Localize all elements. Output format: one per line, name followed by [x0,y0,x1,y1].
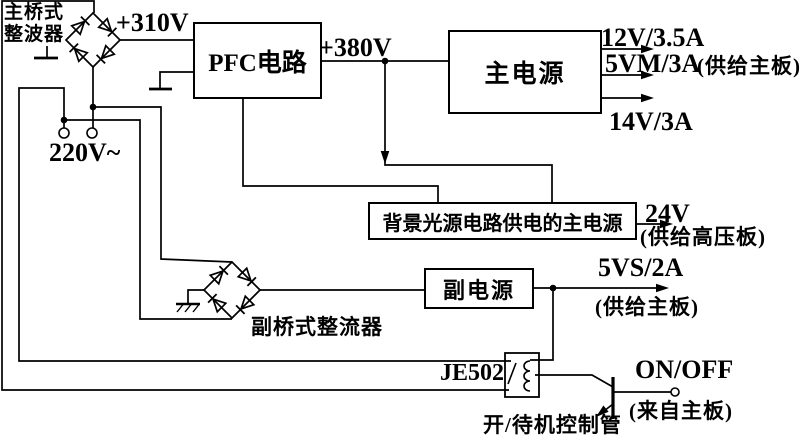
arrowheads [380,44,673,293]
backlight-power-block: 背景光源电路供电的主电源 [368,202,637,240]
output-5vm-note: (供给主板) [697,54,800,78]
ac-plug-terminal [58,127,70,139]
relay-icon [504,352,540,398]
output-5vs-label: 5VS/2A [598,253,684,282]
main-bridge-label-line1: 主桥式 [4,2,65,23]
aux-power-label: 副电源 [442,277,515,303]
standby-transistor-label: 开/待机控制管 [483,413,622,437]
backlight-power-label: 背景光源电路供电的主电源 [382,212,623,235]
main-power-block: 主电源 [448,30,602,114]
main-bridge-label: 主桥式 整波器 [4,2,65,46]
aux-ground-icon [176,289,204,313]
onoff-source-label: (来自主板) [629,399,733,423]
output-12v-label: 12V/3.5A [601,23,705,52]
output-24v-note: (供给高压板) [640,225,766,249]
mains-220v-label: 220V~ [49,138,121,167]
aux-bridge-rectifier-icon [202,260,262,320]
main-bridge-rectifier-icon [64,11,122,69]
output-14v-label: 14V/3A [609,107,693,136]
junction-dots [60,57,557,292]
pfc-ground-icon [149,71,193,91]
voltage-380v-label: +380V [319,33,392,62]
transistor-icon [596,377,615,419]
pfc-circuit-block: PFC电路 [193,22,322,99]
onoff-label: ON/OFF [635,355,734,384]
wire-net [1,0,671,412]
onoff-terminal [670,387,680,397]
output-5vs-note: (供给主板) [595,295,699,319]
aux-bridge-label: 副桥式整流器 [251,315,383,339]
output-5vm-label: 5VM/3A [605,49,701,78]
relay-je502-label: JE502 [440,360,505,386]
ac-plug-terminal [86,127,98,139]
main-power-label: 主电源 [484,61,566,88]
main-bridge-label-line2: 整波器 [4,23,65,45]
output-24v-label: 24V [645,199,690,228]
voltage-310v-label: +310V [116,8,189,37]
pfc-circuit-label: PFC电路 [208,49,307,77]
aux-power-block: 副电源 [424,268,534,309]
